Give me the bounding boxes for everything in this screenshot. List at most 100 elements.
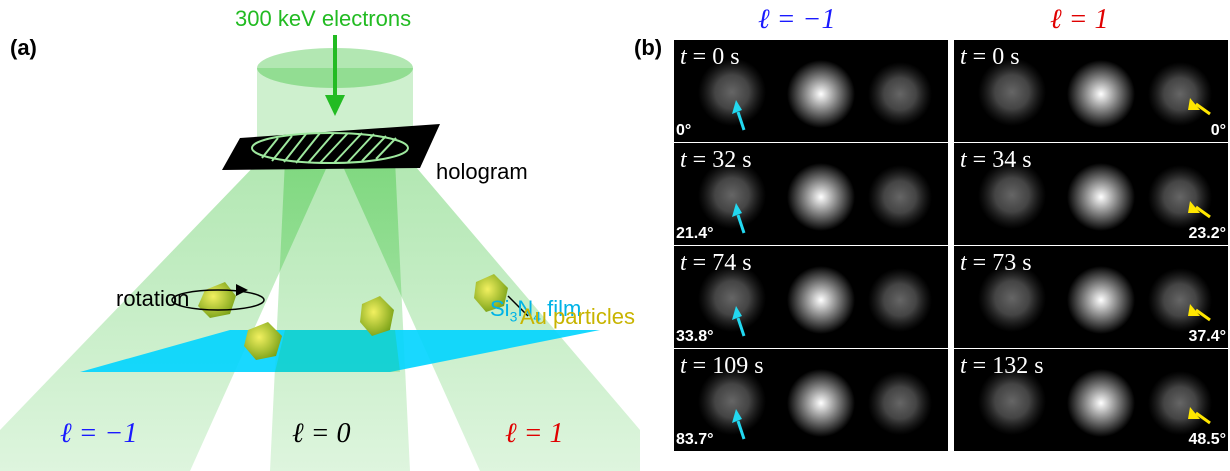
hologram-grating xyxy=(251,132,409,164)
position-arrow xyxy=(1188,407,1211,425)
position-arrow xyxy=(1188,304,1211,322)
time-label: t = 73 s xyxy=(960,250,1032,277)
micrograph-frame: t = 0 s 0° xyxy=(954,40,1228,142)
time-label: t = 109 s xyxy=(680,353,764,380)
rotation-label: rotation xyxy=(116,286,190,311)
panel-b-label: (b) xyxy=(634,35,663,60)
angle-label: 33.8° xyxy=(676,328,714,345)
time-value: = 109 s xyxy=(686,353,764,379)
time-symbol: t xyxy=(960,44,967,70)
micrograph-frame: t = 74 s 33.8° xyxy=(674,246,948,348)
micrograph-frame: t = 109 s 83.7° xyxy=(674,349,948,451)
spot-plus-one xyxy=(1148,62,1212,126)
time-symbol: t xyxy=(960,353,967,379)
position-arrow xyxy=(732,100,746,131)
diffraction-spots xyxy=(978,161,1212,231)
spot-plus-one xyxy=(1148,268,1212,332)
film-label-suffix: film xyxy=(541,296,582,321)
film-label: Si3N4 film xyxy=(490,296,581,324)
beam-label-minus-one: ℓ = −1 xyxy=(60,418,138,449)
diffraction-spots xyxy=(698,367,932,440)
film-label-n: N xyxy=(517,296,534,321)
spot-plus-one xyxy=(868,268,932,332)
au-particle xyxy=(474,274,508,312)
time-label: t = 32 s xyxy=(680,147,752,174)
diffraction-spots xyxy=(698,161,932,234)
au-particle xyxy=(198,282,236,318)
time-value: = 0 s xyxy=(686,44,740,70)
si3n4-film xyxy=(80,330,600,372)
au-particle xyxy=(360,296,394,336)
time-value: = 73 s xyxy=(966,250,1032,276)
spot-minus-one xyxy=(978,264,1046,332)
micrograph-frame: t = 34 s 23.2° xyxy=(954,143,1228,245)
time-symbol: t xyxy=(680,44,687,70)
spot-zero xyxy=(1067,163,1135,231)
diffraction-spots xyxy=(978,264,1212,334)
micrograph-frame: t = 32 s 21.4° xyxy=(674,143,948,245)
time-value: = 132 s xyxy=(966,353,1044,379)
spot-zero xyxy=(787,266,855,334)
rotation-arrowhead xyxy=(236,284,248,296)
angle-label: 48.5° xyxy=(1188,431,1226,448)
position-arrow xyxy=(732,409,746,440)
position-arrow xyxy=(1188,98,1211,116)
spot-minus-one xyxy=(978,161,1046,229)
spot-minus-one xyxy=(978,367,1046,435)
angle-label: 0° xyxy=(1210,122,1226,139)
spot-zero xyxy=(787,369,855,437)
angle-label: 83.7° xyxy=(676,431,714,448)
film-label-si: Si xyxy=(490,296,510,321)
diffraction-spots xyxy=(698,264,932,337)
hologram-label: hologram xyxy=(436,159,528,184)
time-label: t = 0 s xyxy=(960,44,1020,71)
time-symbol: t xyxy=(680,250,687,276)
angle-label: 21.4° xyxy=(676,225,714,242)
time-value: = 34 s xyxy=(966,147,1032,173)
micrograph-frame: t = 132 s 48.5° xyxy=(954,349,1228,451)
grating-lines xyxy=(261,132,397,164)
setup-diagram xyxy=(0,35,640,471)
diffraction-spots xyxy=(698,58,932,131)
spot-zero xyxy=(1067,369,1135,437)
angle-label: 23.2° xyxy=(1188,225,1226,242)
time-value: = 32 s xyxy=(686,147,752,173)
position-arrow xyxy=(1188,201,1211,219)
diffraction-spots xyxy=(978,367,1212,437)
spot-minus-one xyxy=(698,264,766,332)
time-label: t = 0 s xyxy=(680,44,740,71)
panel-a-label: (a) xyxy=(10,35,37,60)
angle-label: 37.4° xyxy=(1188,328,1226,345)
au-particle xyxy=(244,322,282,360)
time-symbol: t xyxy=(680,147,687,173)
spot-zero xyxy=(787,60,855,128)
position-arrow xyxy=(732,306,746,337)
spot-plus-one xyxy=(868,62,932,126)
beam-label-zero: ℓ = 0 xyxy=(292,418,351,449)
column-header-minus-one: ℓ = −1 xyxy=(758,4,836,35)
angle-label: 0° xyxy=(676,122,692,139)
beam-label-plus-one: ℓ = 1 xyxy=(505,418,564,449)
film-label-sub1: 3 xyxy=(509,308,518,325)
time-label: t = 132 s xyxy=(960,353,1044,380)
film-beam-overlay xyxy=(275,330,400,372)
spot-plus-one xyxy=(1148,165,1212,229)
spot-zero xyxy=(787,163,855,231)
time-symbol: t xyxy=(960,147,967,173)
au-pointer xyxy=(507,295,529,317)
position-arrow xyxy=(732,203,746,234)
spot-plus-one xyxy=(1148,371,1212,435)
column-header-plus-one: ℓ = 1 xyxy=(1050,4,1109,35)
time-value: = 74 s xyxy=(686,250,752,276)
beam-plus-one xyxy=(340,160,640,471)
diffraction-spots xyxy=(978,58,1212,128)
electrons-label: 300 keV electrons xyxy=(235,6,412,31)
spot-plus-one xyxy=(868,165,932,229)
electron-arrowhead xyxy=(325,95,345,116)
spot-minus-one xyxy=(698,367,766,435)
spot-plus-one xyxy=(868,371,932,435)
au-particles-label: Au particles xyxy=(520,304,635,329)
spot-minus-one xyxy=(698,161,766,229)
beam-minus-one xyxy=(0,160,330,471)
film-label-sub2: 4 xyxy=(533,308,542,325)
